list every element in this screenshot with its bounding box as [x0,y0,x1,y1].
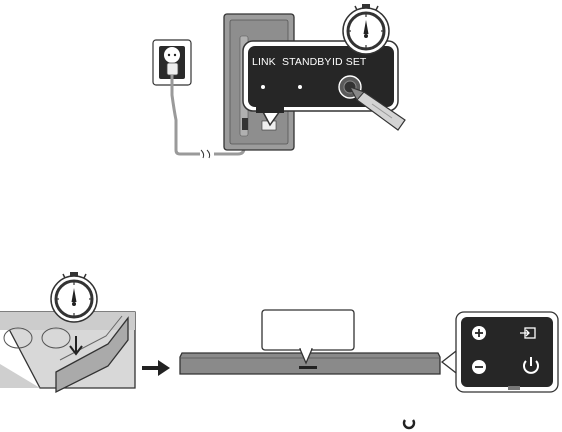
right-arrow-icon [142,360,170,376]
stopwatch-icon [342,4,390,55]
stopwatch-icon [50,272,98,323]
soundbar [179,352,441,375]
link-button-hole[interactable] [261,85,265,89]
control-panel-callout [440,311,559,393]
id-set-label: ID SET [332,56,367,68]
standby-button-hole[interactable] [298,85,302,89]
standby-label: STANDBY [282,56,332,68]
power-icon[interactable] [523,357,539,374]
soundbar-display [299,366,317,369]
soundbar-top-view [0,311,136,394]
pen-icon [348,85,406,131]
power-outlet-icon [164,47,180,63]
link-label: LINK [252,56,276,68]
display-callout [261,309,355,365]
open-circle-icon [402,419,416,430]
source-input-icon[interactable] [520,327,536,339]
